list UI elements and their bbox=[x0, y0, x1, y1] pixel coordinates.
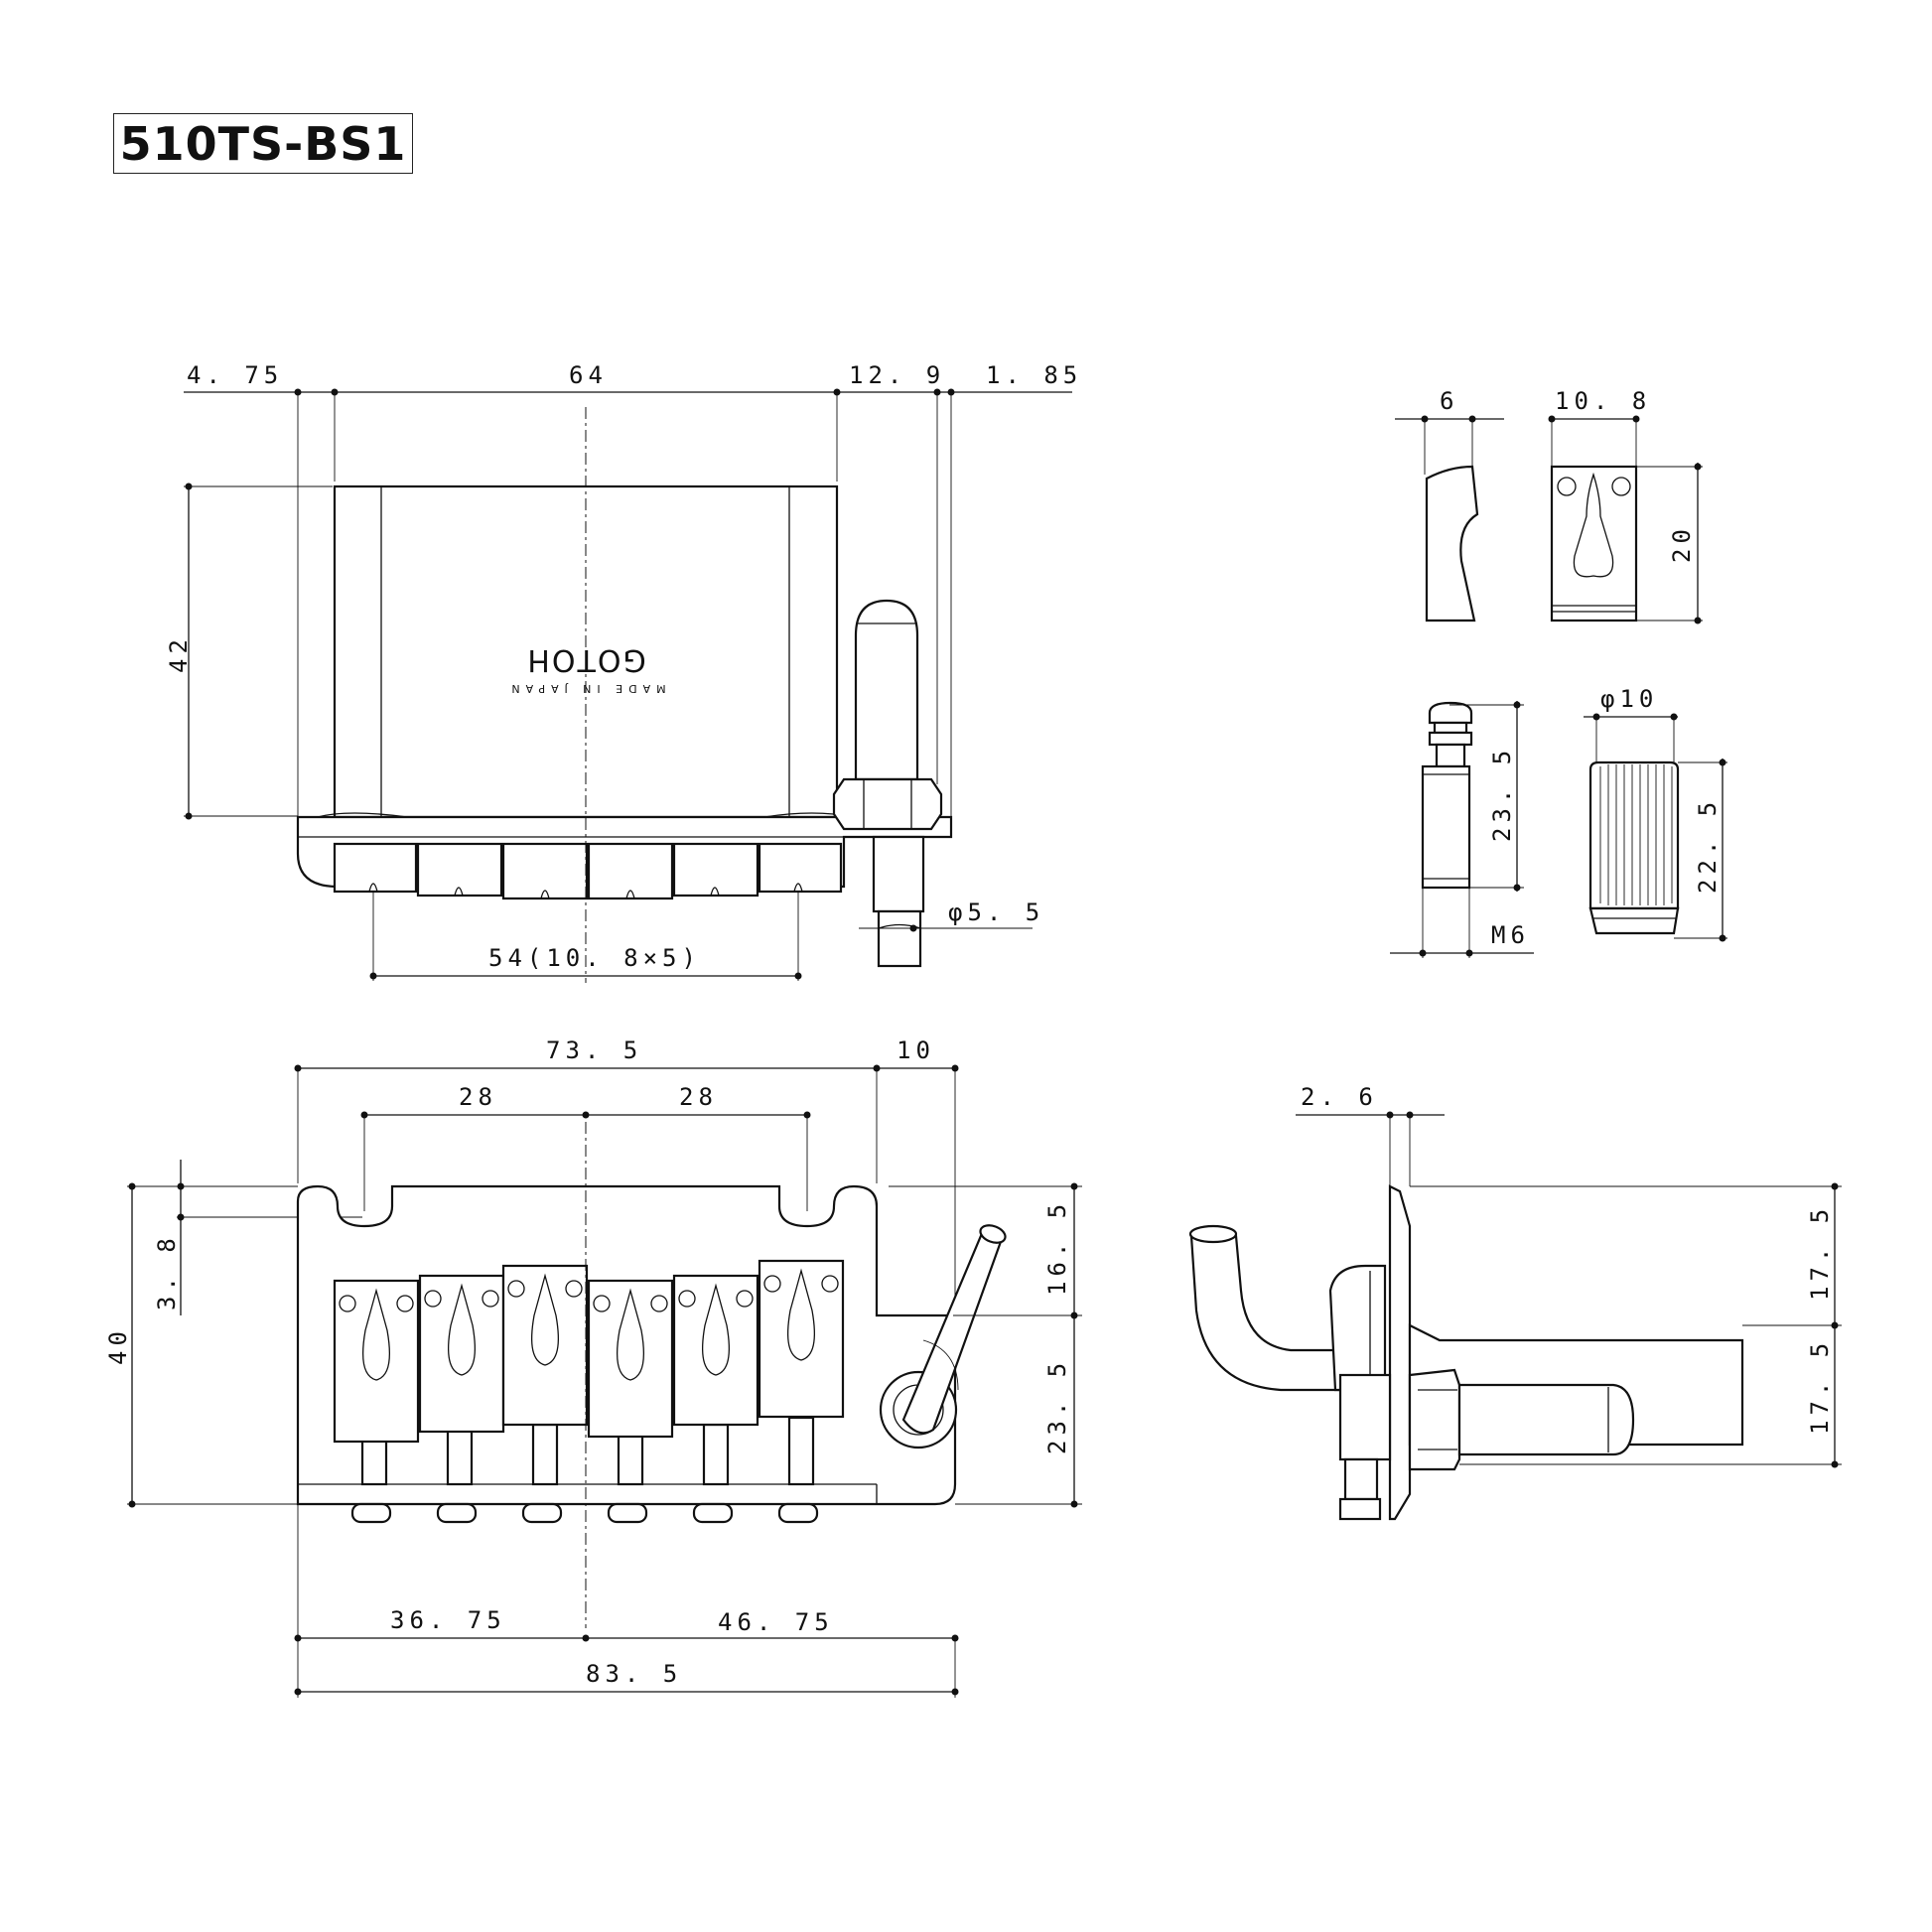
dim-arm-edge: 1. 85 bbox=[986, 361, 1082, 389]
stud-bushing-detail: 23. 5 M6 φ10 22. 5 bbox=[1390, 685, 1727, 958]
side-view: 2. 6 17. 5 17. 5 bbox=[1188, 1083, 1842, 1521]
dim-left-section: 36. 75 bbox=[390, 1606, 506, 1634]
saddle-springs bbox=[360, 1416, 815, 1486]
dim-bushing-diameter: φ10 bbox=[1600, 685, 1658, 713]
dim-offset-left: 4. 75 bbox=[187, 361, 283, 389]
dim-saddle-length: 20 bbox=[1668, 524, 1696, 563]
dim-upper-height: 17. 5 bbox=[1806, 1204, 1834, 1301]
dim-string-spacing: 54(10. 8×5) bbox=[488, 944, 701, 972]
dim-plate-body: 73. 5 bbox=[546, 1036, 642, 1064]
dim-stud-length: 23. 5 bbox=[1488, 746, 1516, 842]
dim-notch-depth: 3. 8 bbox=[153, 1233, 181, 1311]
dim-right-section: 46. 75 bbox=[718, 1608, 834, 1636]
dim-arm-lower: 23. 5 bbox=[1043, 1358, 1071, 1454]
dim-arm-diameter: φ5. 5 bbox=[948, 898, 1044, 926]
dim-plate-thickness: 2. 6 bbox=[1301, 1083, 1378, 1111]
dim-stud-thread: M6 bbox=[1491, 921, 1530, 949]
model-title: 510TS-BS1 bbox=[119, 116, 407, 171]
gotoh-logo: GOTOH MADE IN JAPAN bbox=[505, 642, 665, 695]
top-view: 73. 5 10 28 28 3. 8 40 16. 5 23. 5 36. 7… bbox=[104, 1036, 1082, 1698]
dim-lower-height: 17. 5 bbox=[1806, 1338, 1834, 1435]
dim-block-width: 64 bbox=[569, 361, 608, 389]
dim-bushing-length: 22. 5 bbox=[1694, 797, 1722, 894]
dim-pivot-right: 28 bbox=[679, 1083, 718, 1111]
dim-total-width: 83. 5 bbox=[586, 1660, 682, 1688]
front-view: GOTOH MADE IN JAPAN 4. 75 64 12. 9 1. 85… bbox=[165, 361, 1082, 983]
dim-arm-upper: 16. 5 bbox=[1043, 1199, 1071, 1296]
dim-pivot-left: 28 bbox=[459, 1083, 497, 1111]
saddles-top bbox=[333, 1259, 845, 1444]
bushing-knurl bbox=[1599, 764, 1673, 905]
dim-arm-area: 10 bbox=[897, 1036, 935, 1064]
brand-logo-text: GOTOH bbox=[525, 642, 645, 677]
dim-plate-depth: 40 bbox=[104, 1326, 132, 1365]
dim-block-height: 42 bbox=[165, 634, 193, 673]
model-title-box: 510TS-BS1 bbox=[113, 113, 413, 174]
brand-made-in-text: MADE IN JAPAN bbox=[505, 682, 665, 695]
saddle-detail: 6 10. 8 20 bbox=[1395, 387, 1703, 624]
dim-saddle-side: 6 bbox=[1440, 387, 1458, 415]
dim-arm-offset: 12. 9 bbox=[849, 361, 945, 389]
dim-saddle-width: 10. 8 bbox=[1555, 387, 1651, 415]
